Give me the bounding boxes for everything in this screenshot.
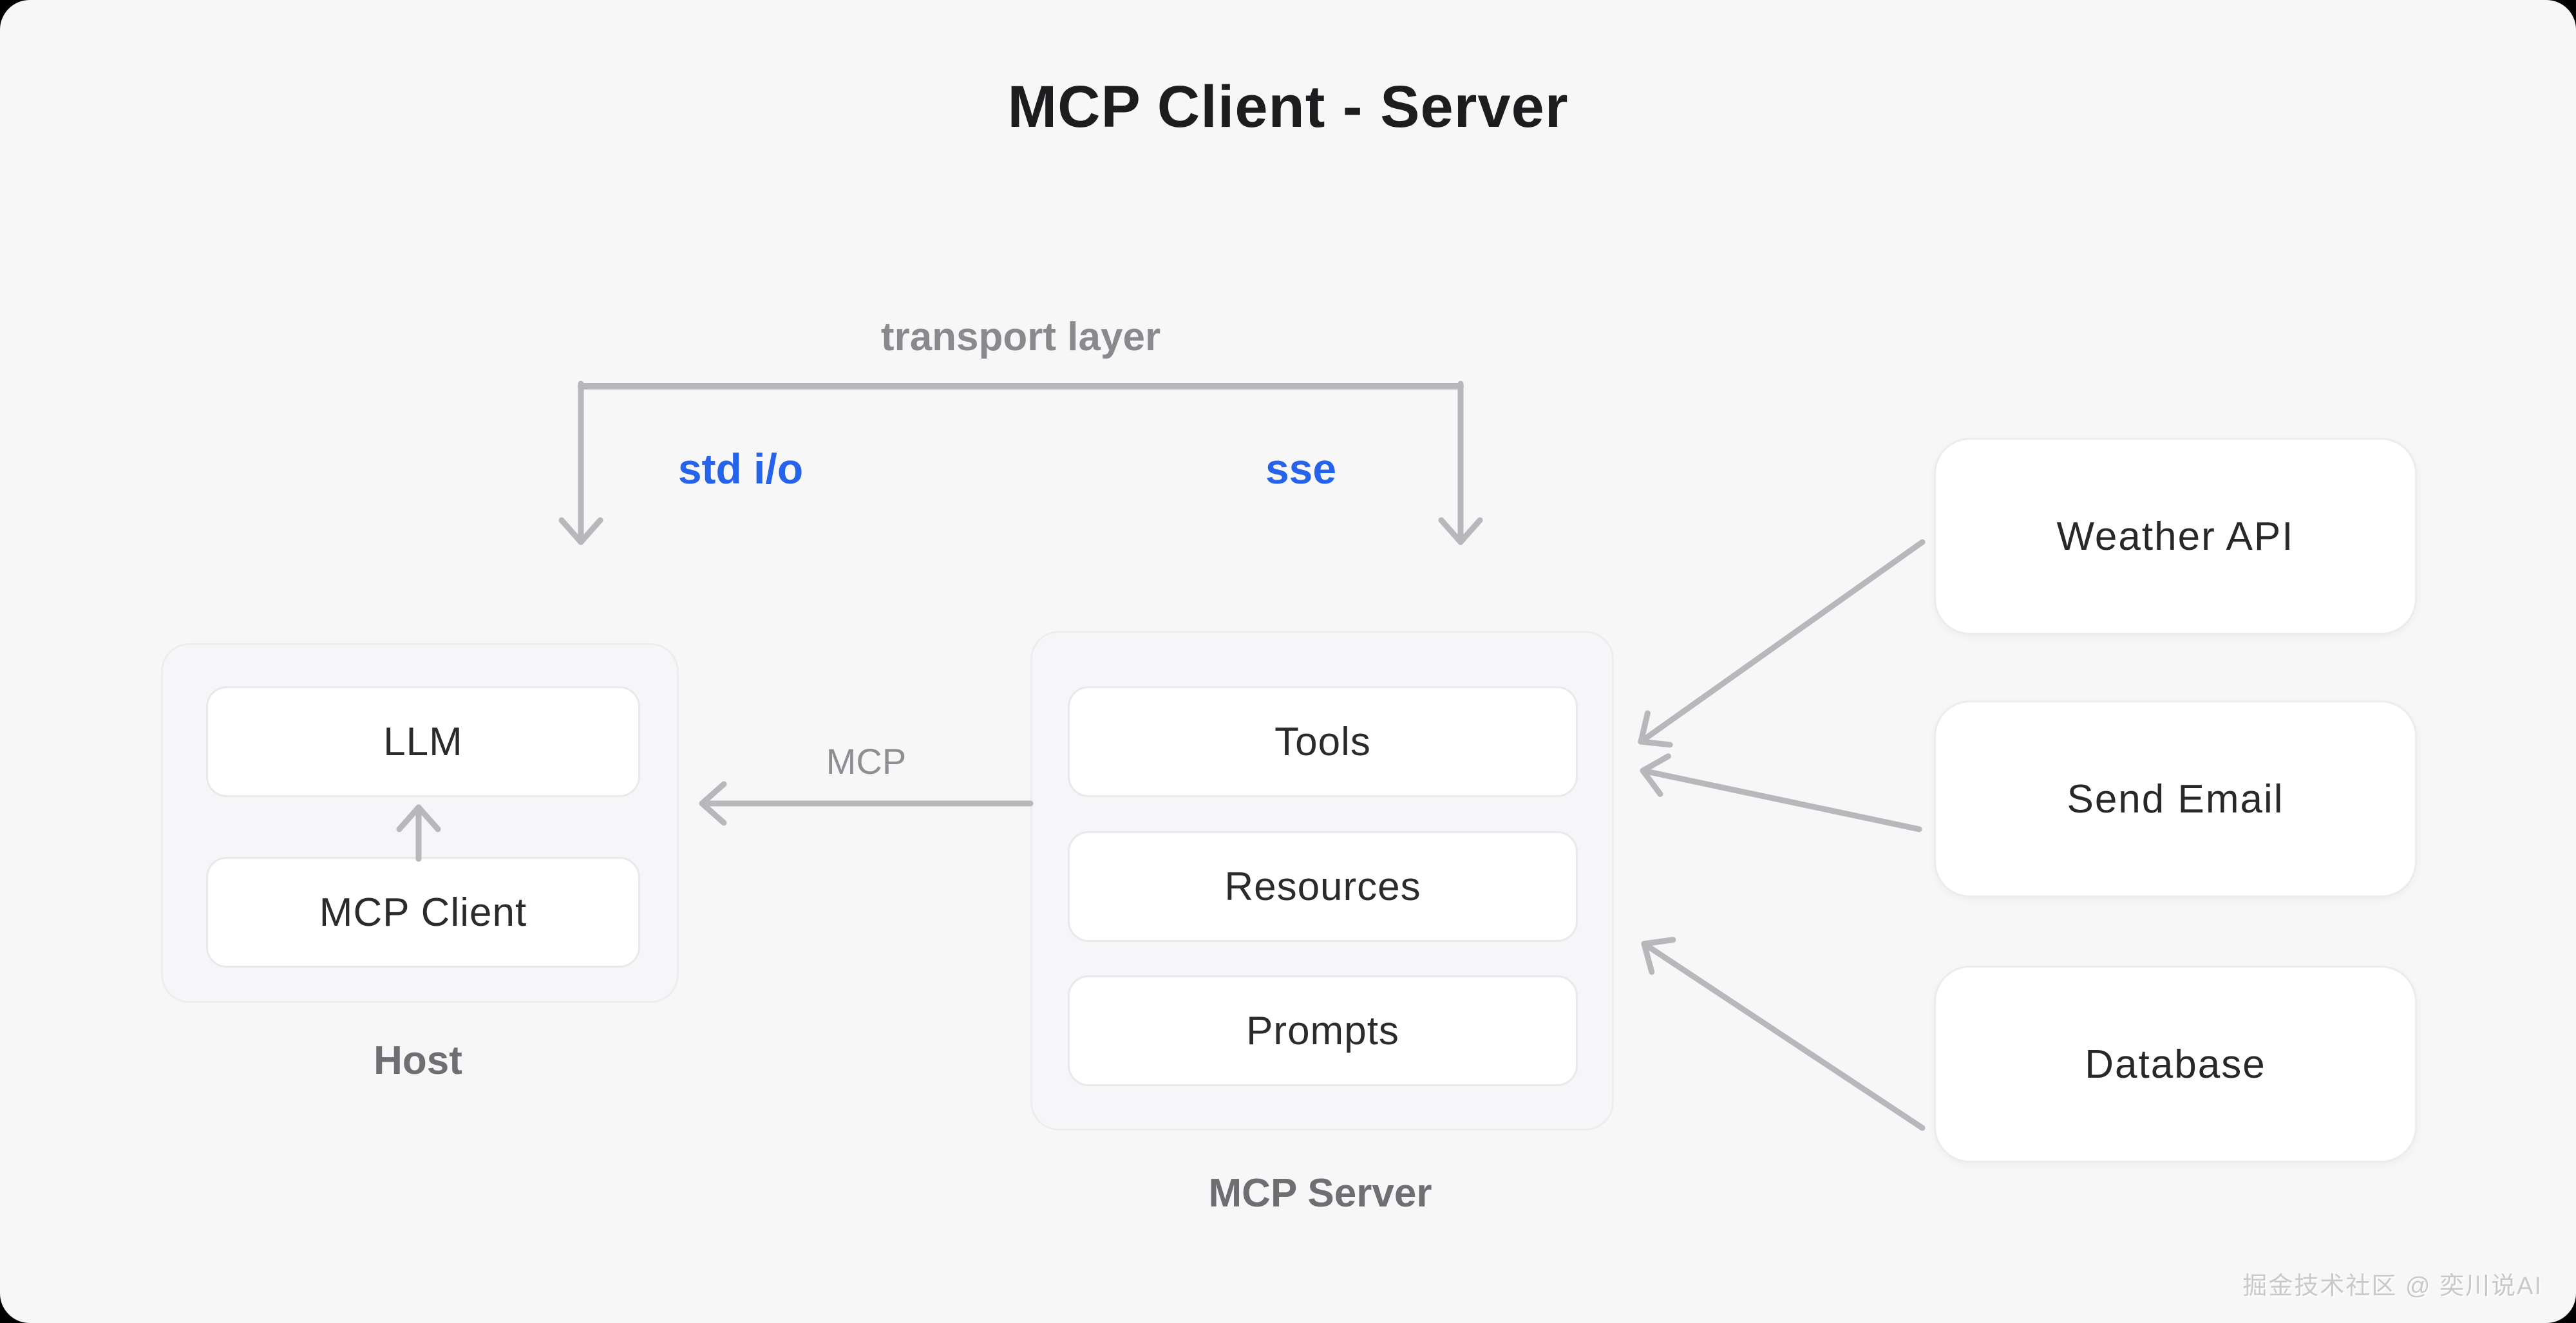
llm-box: LLM	[206, 686, 640, 797]
mcp-client-box: MCP Client	[206, 857, 640, 968]
weather-api-to-server-arrow	[1638, 539, 1926, 748]
prompts-box: Prompts	[1068, 975, 1578, 1086]
sse-protocol-label: sse	[1265, 445, 1337, 493]
send-email-box: Send Email	[1934, 700, 2417, 897]
send-email-to-server-arrow	[1640, 753, 1922, 832]
mcp-connection-label: MCP	[826, 741, 907, 782]
weather-api-box: Weather API	[1934, 438, 2417, 635]
watermark-text: 掘金技术社区 @ 奕川说AI	[2242, 1273, 2543, 1300]
database-to-server-arrow	[1641, 937, 1926, 1131]
page-title: MCP Client - Server	[1007, 74, 1569, 140]
mcp-server-group-label: MCP Server	[1208, 1171, 1432, 1215]
database-box: Database	[1934, 966, 2417, 1163]
stdio-protocol-label: std i/o	[677, 445, 804, 493]
host-group-label: Host	[374, 1038, 462, 1083]
resources-box: Resources	[1068, 831, 1578, 942]
tools-box: Tools	[1068, 686, 1578, 797]
transport-layer-label: transport layer	[880, 315, 1161, 359]
